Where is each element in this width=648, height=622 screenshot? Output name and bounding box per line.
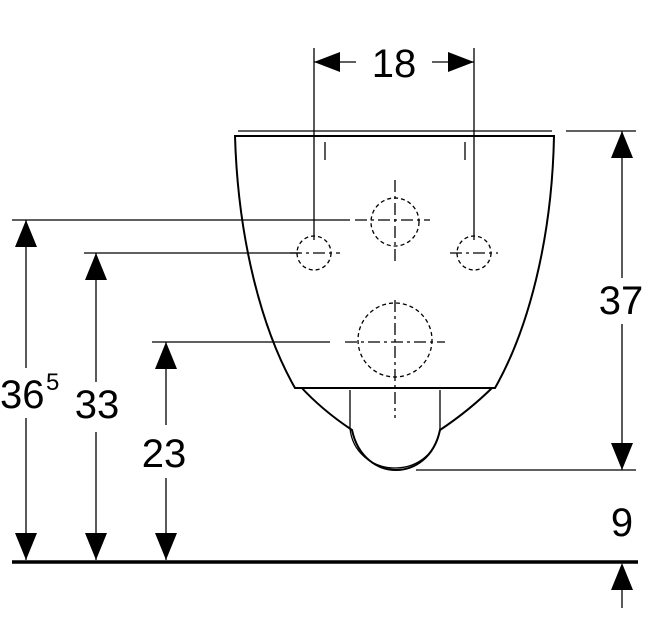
dimension-rim-height: 36 5 xyxy=(0,219,350,560)
arrow-up-outlet xyxy=(155,342,177,369)
arrow-up-bottom xyxy=(611,563,633,590)
arrow-down xyxy=(611,443,633,470)
bowl-height-label: 37 xyxy=(599,279,644,323)
dimension-upper-inlet-height: 33 xyxy=(75,252,300,560)
bowl-trap xyxy=(297,385,497,472)
dimension-outlet-height: 23 xyxy=(142,341,330,560)
bottom-clearance-label: 9 xyxy=(611,501,633,545)
arrow-down-rim xyxy=(15,533,37,560)
arrow-up-inlet xyxy=(85,253,107,280)
upper-inlet-height-label: 33 xyxy=(75,383,120,427)
outlet-spacing-label: 18 xyxy=(372,42,417,86)
arrow-up-rim xyxy=(15,220,37,247)
arrow-down-outlet xyxy=(155,533,177,560)
dimension-outlet-spacing: 18 xyxy=(313,42,475,240)
arrow-right xyxy=(448,52,474,72)
dimension-bottom-clearance: 9 xyxy=(611,501,633,608)
arrow-up xyxy=(611,131,633,158)
trap-inner xyxy=(349,390,441,469)
rim-height-label: 36 xyxy=(0,373,45,417)
outlet-height-label: 23 xyxy=(142,432,187,476)
rim-height-superscript: 5 xyxy=(46,369,59,396)
arrow-left xyxy=(314,52,340,72)
dimension-bowl-height: 37 xyxy=(416,130,644,471)
arrow-down-inlet xyxy=(85,533,107,560)
